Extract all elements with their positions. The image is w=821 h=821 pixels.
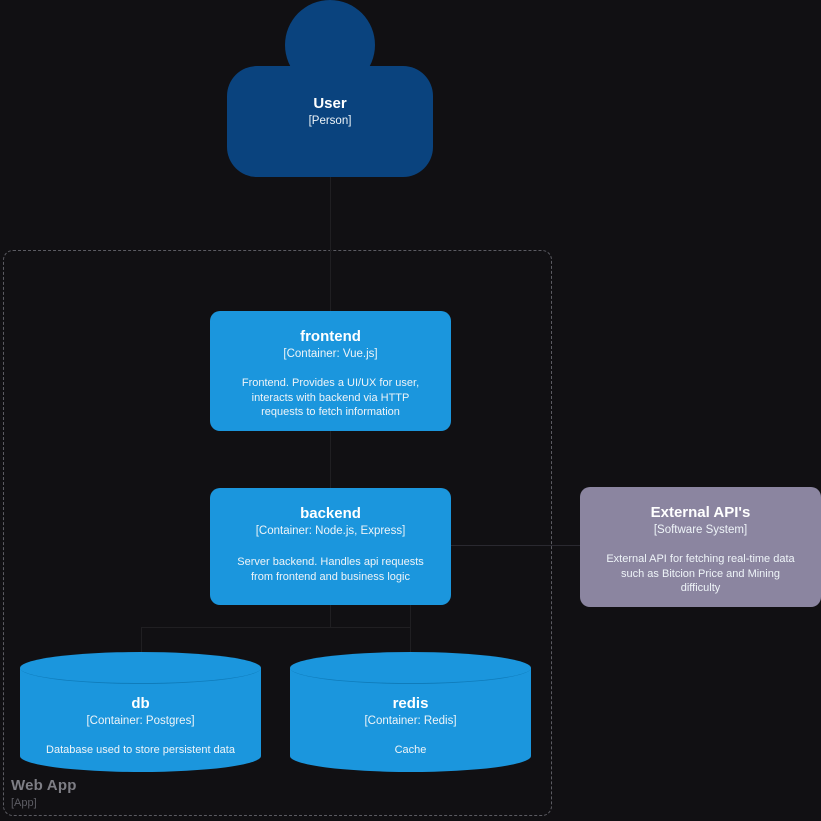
edge-frontend-backend — [330, 431, 331, 488]
node-redis-description: Cache — [394, 744, 427, 756]
node-db-text: db [Container: Postgres] Database used t… — [20, 694, 261, 758]
db-cylinder-top — [20, 652, 261, 684]
edge-backend-external-api — [451, 545, 581, 546]
node-db-title: db — [131, 695, 150, 712]
edge-user-frontend — [330, 177, 331, 311]
node-db-type: [Container: Postgres] — [86, 715, 195, 727]
node-redis-title: redis — [392, 695, 429, 712]
node-redis-type: [Container: Redis] — [364, 715, 457, 727]
node-frontend-description: Frontend. Provides a UI/UX for user, int… — [241, 377, 420, 418]
node-db[interactable]: db [Container: Postgres] Database used t… — [20, 652, 261, 772]
node-external-api-type: [Software System] — [653, 524, 748, 536]
node-redis-text: redis [Container: Redis] Cache — [290, 694, 531, 758]
redis-cylinder-top — [290, 652, 531, 684]
node-user[interactable]: User [Person] — [227, 0, 433, 177]
boundary-label: Web App — [11, 777, 77, 794]
node-frontend[interactable]: frontend [Container: Vue.js] Frontend. P… — [210, 311, 451, 431]
edge-backend-db-vertical — [141, 627, 142, 662]
edge-backend-db-horizontal — [141, 627, 331, 628]
node-backend[interactable]: backend [Container: Node.js, Express] Se… — [210, 488, 451, 605]
boundary-type-label: [App] — [11, 797, 37, 809]
node-external-api[interactable]: External API's [Software System] Externa… — [580, 487, 821, 607]
node-external-api-title: External API's — [650, 504, 751, 521]
edge-backend-stem — [330, 604, 331, 628]
node-external-api-description: External API for fetching real-time data… — [606, 553, 795, 594]
node-backend-description: Server backend. Handles api requests fro… — [237, 556, 424, 583]
node-frontend-type: [Container: Vue.js] — [283, 348, 378, 360]
person-body-shape — [227, 66, 433, 177]
edge-backend-redis-vertical — [410, 604, 411, 662]
node-redis[interactable]: redis [Container: Redis] Cache — [290, 652, 531, 772]
edge-backend-redis-horizontal — [330, 627, 410, 628]
node-backend-type: [Container: Node.js, Express] — [255, 525, 406, 537]
node-db-description: Database used to store persistent data — [46, 744, 235, 756]
node-backend-title: backend — [300, 505, 361, 522]
node-frontend-title: frontend — [300, 328, 361, 345]
boundary-web-app — [3, 250, 552, 816]
